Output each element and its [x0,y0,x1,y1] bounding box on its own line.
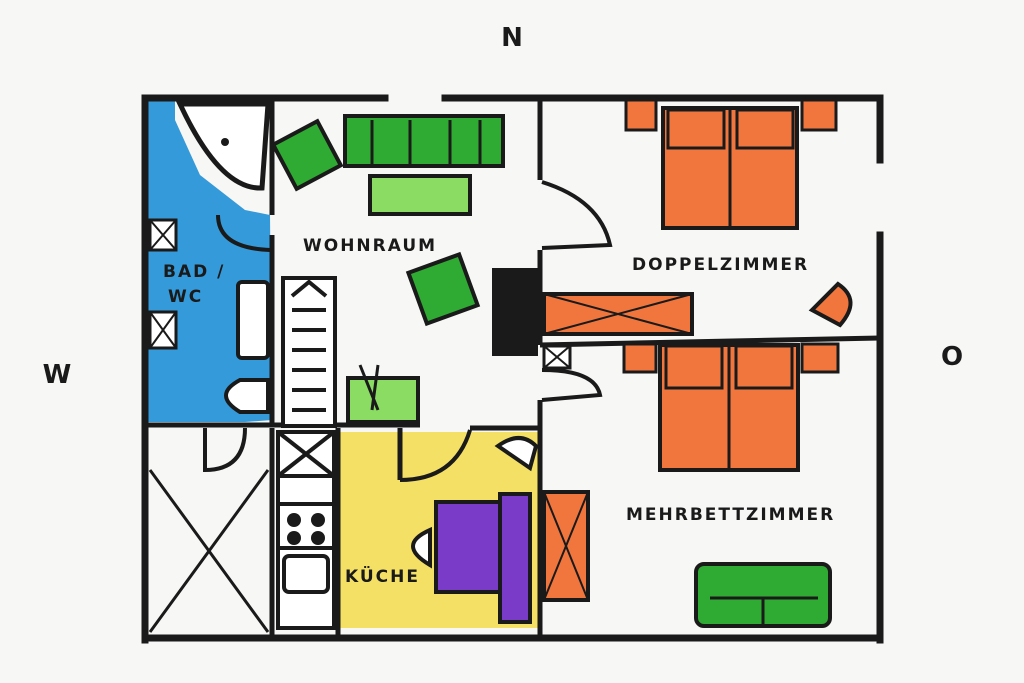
living-armchair-center [405,251,481,327]
sofa-bed [694,562,832,628]
label-living-room: WOHNRAUM [303,236,437,256]
bathtub-drain [221,138,229,146]
label-kitchen: KÜCHE [345,565,420,587]
plant-box [346,376,420,424]
toilet [224,378,270,414]
living-armchair [270,118,344,192]
kitchen-corner-seat [494,436,539,472]
inner-walls [145,98,881,638]
stove-chimney [492,268,538,356]
double-bed-upper [661,106,799,230]
kitchen-bench-back [498,492,532,624]
staircase [281,276,337,428]
compass-west: W [43,360,72,390]
label-double-room: DOPPELZIMMER [632,255,809,275]
stove-burners [287,513,325,545]
nightstand-lower-right [800,342,840,374]
corner-bathtub [176,101,271,191]
kitchen-counter [276,430,336,630]
compass-north: N [501,23,523,53]
door-swings [203,180,613,482]
kitchen-bench [434,500,502,594]
compass-east: O [941,342,963,372]
label-bathroom: BAD / [163,262,225,282]
nightstand-upper-right [800,98,838,132]
nightstand-lower-left [622,342,658,374]
washbasin [236,280,270,360]
label-wc: WC [168,287,203,307]
double-room-chair [808,281,853,328]
coffee-table [368,174,472,216]
hallway-storage [148,469,270,633]
outer-walls [141,94,884,644]
double-bed-lower [658,343,800,472]
nightstand-upper-left [624,98,658,132]
kitchen-sink [282,554,330,594]
label-multi-bed-room: MEHRBETTZIMMER [626,505,835,525]
kitchen-chair [411,526,432,569]
